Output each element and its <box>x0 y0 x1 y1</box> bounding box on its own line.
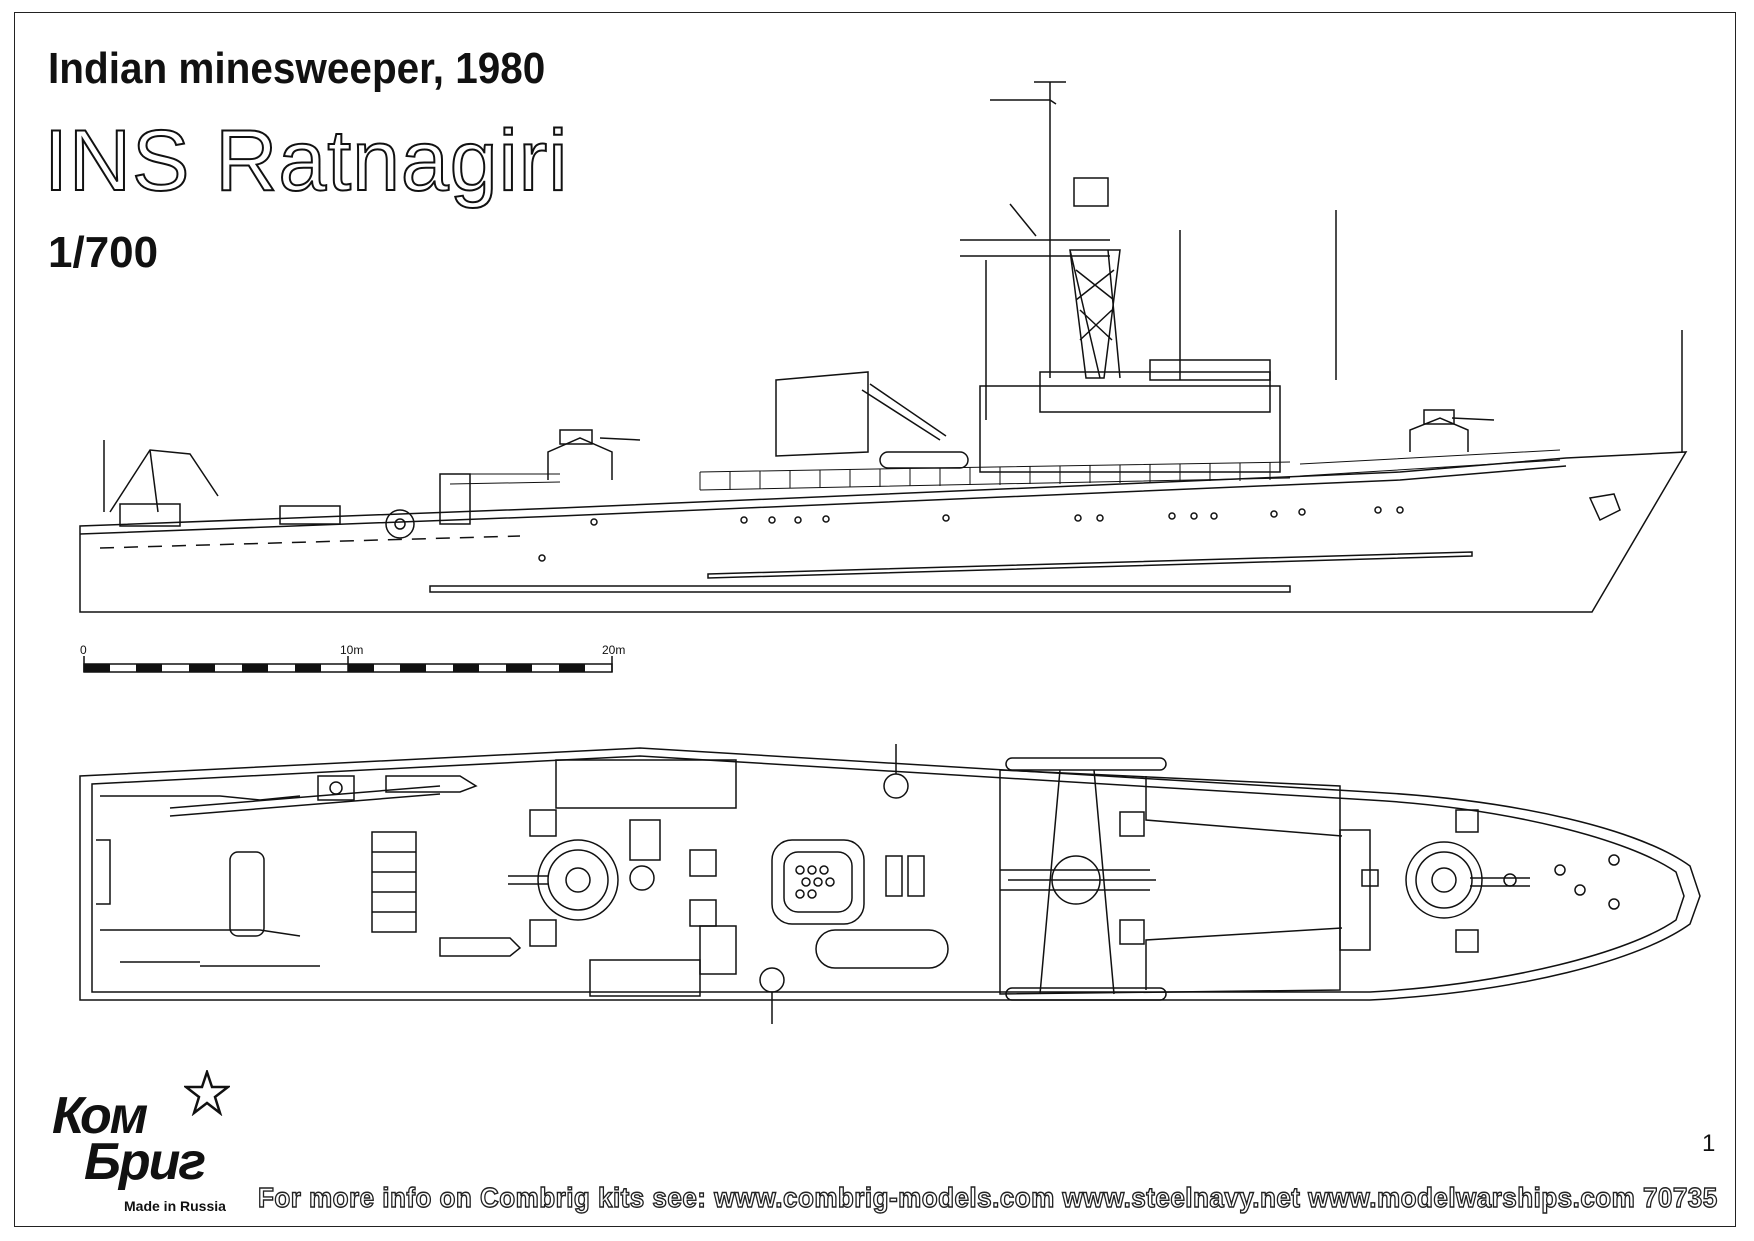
model-scale: 1/700 <box>48 228 159 277</box>
combrig-logo: Ком Бриг Made in Russia <box>44 1070 244 1220</box>
plan-superstructure <box>999 769 1341 995</box>
logo-text-line1: Ком <box>52 1087 148 1145</box>
side-deckhouse <box>979 385 1281 473</box>
scale-label-0: 0 <box>80 643 87 657</box>
plan-fore-gun-mount <box>1405 841 1530 919</box>
plan-funnel-holes <box>795 865 835 899</box>
plan-fore-fittings <box>1361 854 1620 910</box>
plan-mast <box>1000 769 1156 995</box>
plan-aft-gun-mount <box>508 839 655 921</box>
side-hull <box>79 451 1688 613</box>
side-fore-gun-mount <box>1409 409 1495 452</box>
plan-liferafts <box>1005 757 1167 1001</box>
plan-hull-outline <box>79 747 1701 1001</box>
side-portholes <box>538 506 1404 562</box>
plan-sweep-gear <box>96 775 522 967</box>
side-bridge <box>1039 371 1271 413</box>
side-deck-line <box>79 465 1567 535</box>
side-aft-gun-mount <box>547 429 641 480</box>
side-sheer-dashes <box>99 535 521 549</box>
side-boat-davit <box>861 383 947 441</box>
side-aft-crane <box>103 440 219 513</box>
side-boot-line-1 <box>429 585 1291 593</box>
scale-label-10m: 10m <box>340 643 363 657</box>
plan-boat <box>815 929 949 969</box>
plan-mid-deck-plate <box>589 959 701 997</box>
side-sweep-gear <box>119 473 471 539</box>
plan-aft-deck-plate <box>555 759 737 809</box>
logo-made-in: Made in Russia <box>124 1198 226 1214</box>
plan-funnel <box>771 839 865 925</box>
side-main-mast <box>960 81 1121 379</box>
scale-bar-segments <box>84 664 585 672</box>
plan-winches <box>371 809 1479 975</box>
side-boat <box>879 451 969 469</box>
sheet-subtitle: Indian minesweeper, 1980 <box>48 44 546 93</box>
plan-small-gun-tubs <box>759 744 909 1024</box>
scale-label-20m: 20m <box>602 643 625 657</box>
scale-bar-labels: 0 10m 20m <box>80 643 625 657</box>
star-icon <box>184 1070 230 1116</box>
side-funnel <box>775 371 869 457</box>
side-anchor <box>1588 493 1621 522</box>
side-boot-line-2 <box>707 551 1473 579</box>
side-profile <box>79 81 1688 613</box>
page-number: 1 <box>1702 1130 1716 1157</box>
footer-info: For more info on Combrig kits see: www.c… <box>257 1181 1718 1213</box>
side-antennas <box>985 210 1683 452</box>
ship-name: INS Ratnagiri <box>43 113 569 209</box>
side-railings <box>449 449 1561 491</box>
plan-view <box>79 744 1701 1024</box>
logo-text-line2: Бриг <box>84 1133 206 1191</box>
sheet-border <box>14 12 1736 1227</box>
plan-aft-hatch <box>229 851 265 937</box>
